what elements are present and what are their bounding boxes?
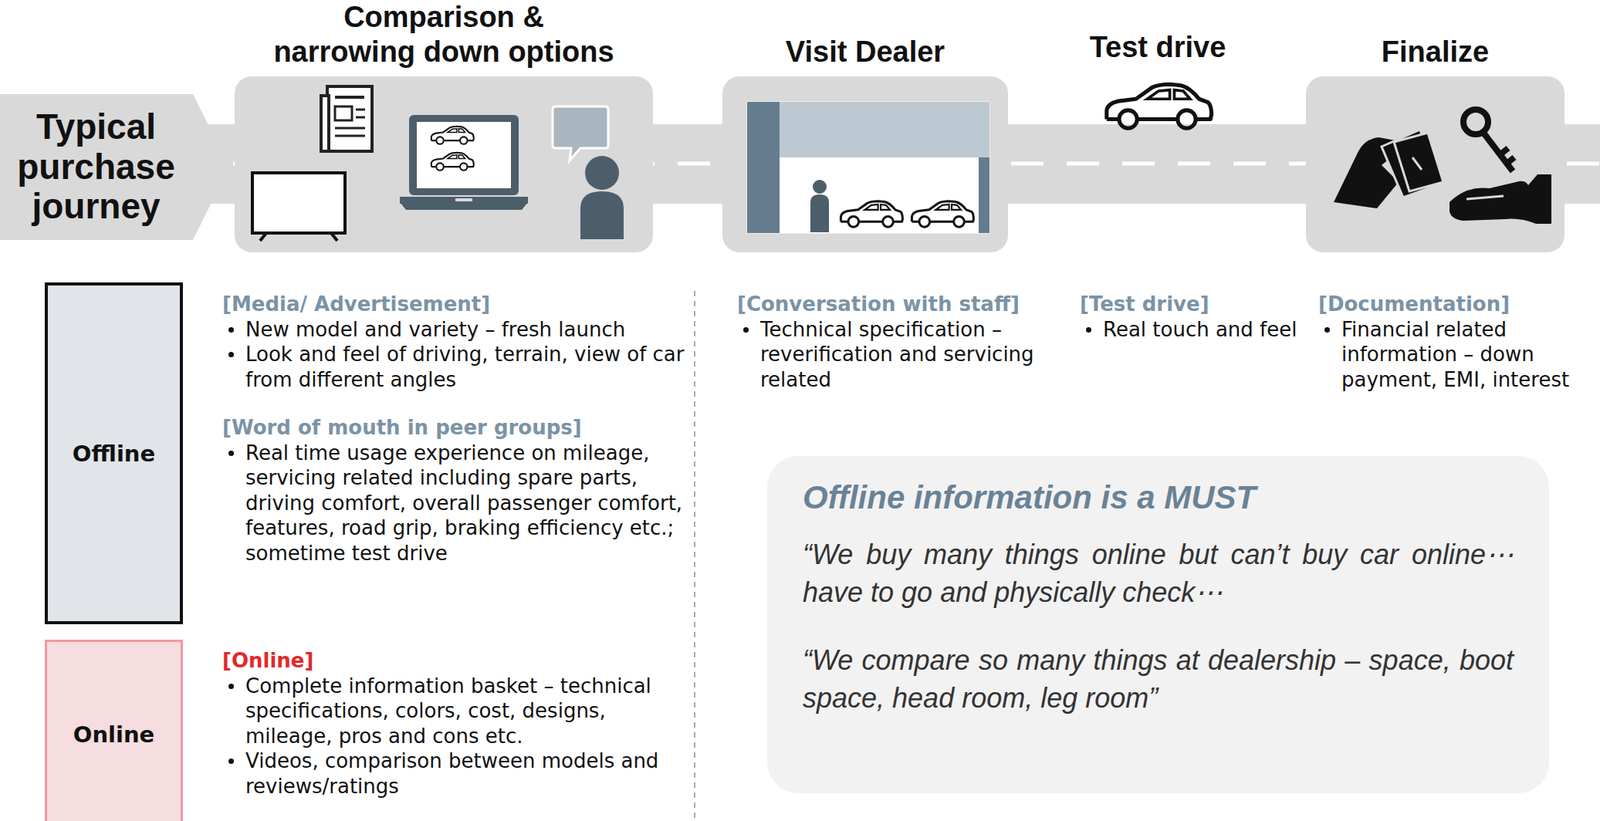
- tv-icon: [252, 172, 346, 241]
- channel-box: Offline: [44, 282, 183, 625]
- text-column: [Online]Complete information basket – te…: [222, 648, 686, 799]
- journey-chevron: Typical purchase journey: [0, 94, 230, 241]
- bullet-text: New model and variety – fresh launch: [222, 317, 686, 343]
- bullet-text: Look and feel of driving, terrain, view …: [222, 341, 686, 393]
- text-column: [Test drive]Real touch and feel: [1079, 291, 1304, 342]
- node-text: Offline: [72, 440, 156, 467]
- text-column: [Media/ Advertisement]New model and vari…: [222, 291, 686, 566]
- bullet-text: Real time usage experience on mileage, s…: [222, 440, 686, 567]
- bullet-text: Complete information basket – technical …: [222, 673, 686, 750]
- channel-box: Online: [44, 639, 183, 821]
- bullet-text: Technical specification – reverification…: [737, 317, 1062, 393]
- bullet-text: Financial related information – down pay…: [1318, 317, 1593, 393]
- test-drive-car: [1106, 84, 1212, 129]
- stage-heading: Visit Dealer: [676, 34, 1055, 71]
- newspaper-icon: [321, 86, 373, 152]
- section-heading: [Word of mouth in peer groups]: [222, 415, 686, 441]
- dealer-showroom-icon: [747, 101, 990, 234]
- text-column: [Conversation with staff]Technical speci…: [737, 291, 1062, 393]
- laptop-icon: [399, 115, 528, 210]
- section-heading: [Conversation with staff]: [737, 291, 1062, 318]
- stage-box: Visit Dealer: [722, 76, 1009, 253]
- section-heading: [Documentation]: [1318, 291, 1593, 318]
- quote-title: Offline information is a MUST: [802, 479, 1514, 517]
- section-heading: [Media/ Advertisement]: [222, 291, 686, 318]
- node-text: Typical purchase journey: [0, 107, 193, 227]
- stage-box: Comparison & narrowing down options: [234, 76, 653, 253]
- stage-heading: Comparison & narrowing down options: [188, 0, 700, 71]
- divider-line: [693, 290, 696, 821]
- section-heading: [Test drive]: [1079, 291, 1304, 318]
- person-speech-icon: [552, 106, 624, 240]
- quote-text: “We buy many things online but can’t buy…: [802, 536, 1514, 612]
- stage-heading: Test drive: [1089, 30, 1227, 65]
- text-column: [Documentation]Financial related informa…: [1318, 291, 1593, 393]
- node-text: Online: [73, 721, 156, 748]
- bullet-text: Videos, comparison between models and re…: [222, 748, 686, 799]
- stage-heading: Finalize: [1259, 34, 1600, 71]
- stage-box: Finalize: [1305, 76, 1565, 253]
- quote-text: “We compare so many things at dealership…: [802, 642, 1514, 718]
- quote-box: Offline information is a MUST “We buy man…: [767, 456, 1550, 794]
- bullet-text: Real touch and feel: [1079, 317, 1304, 343]
- section-heading: [Online]: [222, 648, 686, 674]
- payment-key-icon: [1333, 109, 1552, 224]
